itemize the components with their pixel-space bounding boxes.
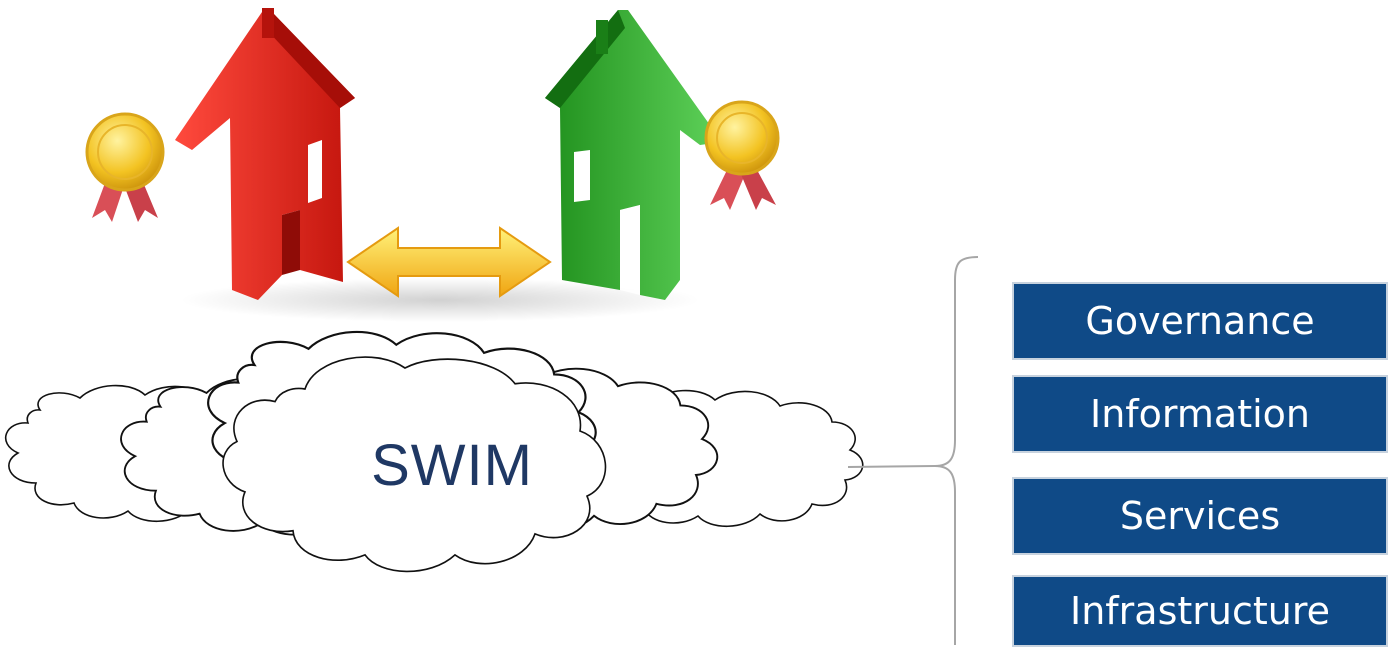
- right-house-icon: [545, 10, 722, 300]
- layer-services: Services: [1012, 477, 1388, 555]
- left-medal-icon: [87, 114, 163, 222]
- layer-information: Information: [1012, 375, 1388, 453]
- swim-label: SWIM: [357, 432, 547, 499]
- right-medal-icon: [706, 102, 778, 210]
- layers-bracket: [848, 257, 978, 645]
- layer-infrastructure: Infrastructure: [1012, 575, 1388, 647]
- layer-governance: Governance: [1012, 282, 1388, 360]
- left-house-icon: [175, 8, 355, 300]
